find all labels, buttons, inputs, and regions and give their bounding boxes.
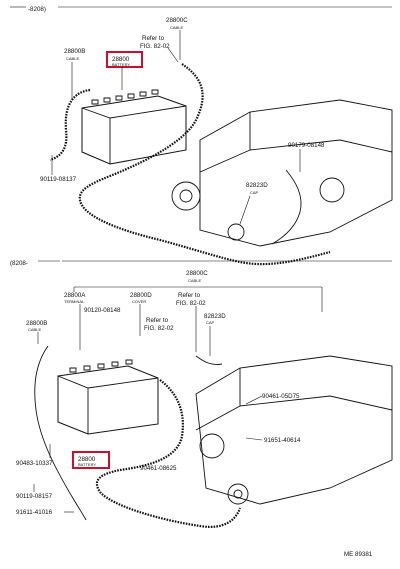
top-cable-left-number: 28800B (64, 48, 85, 55)
bottom-refer1-fig: FIG. 82-02 (176, 300, 206, 307)
bottom-nut-right: 90461-05D75 (262, 393, 300, 400)
top-battery-number: 28800 (112, 56, 130, 63)
top-main-cable (78, 63, 331, 266)
bottom-battery-highlight-box (72, 451, 110, 469)
top-cap-leader (239, 195, 251, 225)
top-battery-drawing (81, 89, 187, 165)
top-engine-drawing (171, 99, 393, 247)
bottom-cover-number: 28800D (130, 292, 152, 299)
top-harness-wire (271, 169, 302, 245)
top-battery-name: BATTERY (112, 62, 130, 67)
top-battery-highlight-box (106, 51, 143, 68)
top-cable-left-name: CABLE (66, 56, 79, 61)
top-refer-to: Refer to (142, 35, 165, 42)
bottom-cable-left-number: 28800B (26, 320, 47, 327)
bottom-clamp: 91651-40614 (264, 437, 301, 444)
bottom-refer1: Refer to (178, 292, 201, 299)
bottom-cable-left-name: CABLE (28, 327, 41, 332)
top-cable-top-number: 28800C (166, 17, 188, 24)
bottom-cap-number: 82823D (204, 313, 226, 320)
bottom-main-cable (95, 379, 242, 528)
bottom-battery-drawing (57, 359, 159, 435)
bottom-battery-name: BATTERY (78, 462, 96, 467)
top-bracket-bolt-label: 90179-08148 (288, 142, 325, 149)
bottom-cover-nut: 90120-08148 (84, 307, 121, 314)
top-refer-leader (167, 47, 179, 63)
bottom-battery-callout[interactable]: 28800 BATTERY (72, 451, 110, 469)
bottom-cap-wire (195, 355, 223, 365)
bottom-section: (8208- 28800C CABLE 28800A TERMINAL 2880… (10, 260, 393, 528)
top-section-tag: -8208) (28, 6, 46, 13)
bottom-terminal-name: TERMINAL (64, 299, 85, 304)
bottom-cover-name: COVER (132, 299, 146, 304)
bottom-section-tag: (8208- (10, 260, 28, 267)
top-cable-top-name: CABLE (170, 25, 183, 30)
bottom-battery-number: 28800 (78, 456, 96, 463)
bottom-refer2: Refer to (146, 317, 169, 324)
bottom-engine-drawing (195, 355, 393, 505)
top-bolt-label: 90119-08137 (40, 176, 77, 183)
bottom-nut-right-leader (245, 395, 263, 405)
top-cap-number: 82823D (246, 182, 268, 189)
bottom-terminal-number: 28800A (64, 292, 86, 299)
bottom-clip: 90461-08625 (140, 465, 177, 472)
bottom-cable-top-name: CABLE (188, 278, 201, 283)
top-refer-fig: FIG. 82-02 (140, 43, 170, 50)
bottom-refer2-fig: FIG. 82-02 (144, 325, 174, 332)
top-cap-name: CAP (250, 190, 259, 195)
bottom-clamp-leader (245, 437, 263, 441)
bottom-bolt-b: 90119-08157 (16, 493, 53, 500)
top-battery-callout[interactable]: 28800 BATTERY (106, 51, 143, 68)
figure-code: ME 89381 (344, 551, 373, 558)
top-section: -8208) 28800C CABLE Refer to FIG. 82-02 … (10, 6, 393, 266)
top-ground-cable (49, 88, 91, 162)
bottom-bolt-a: 90483-10337 (16, 460, 53, 467)
bottom-cable-top-number: 28800C (186, 270, 208, 277)
bottom-bolt-c: 91611-41016 (16, 509, 53, 516)
bottom-cap-name: CAP (206, 320, 215, 325)
bottom-ground-cable (34, 345, 87, 521)
